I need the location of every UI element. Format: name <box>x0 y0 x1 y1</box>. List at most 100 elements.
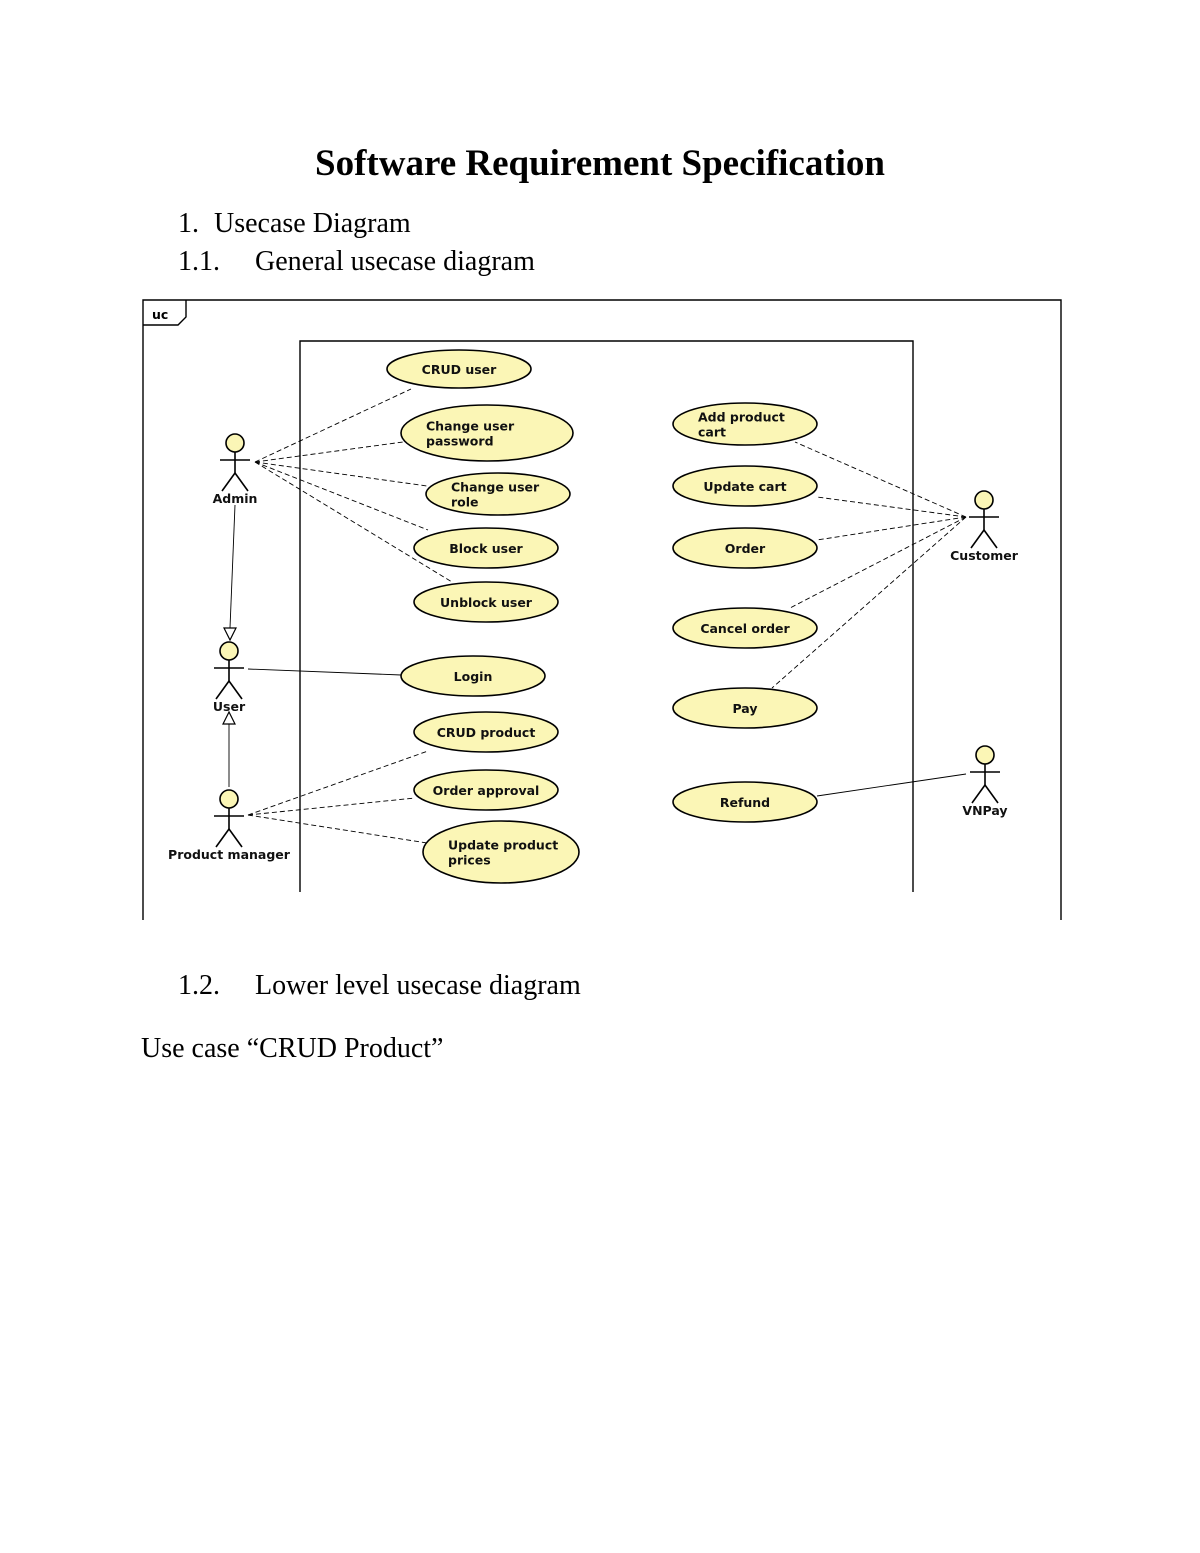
usecase-label: prices <box>448 853 491 868</box>
association-admin-change_password <box>254 441 404 463</box>
association-customer-order <box>816 516 967 541</box>
usecase-label: Cancel order <box>700 621 790 636</box>
usecase-crud-product[interactable]: CRUD product <box>413 711 559 753</box>
usecase-ellipse <box>400 404 574 462</box>
usecase-ellipse <box>672 607 818 649</box>
association-product_manager-update_prices <box>247 814 428 844</box>
diagram-frame: uc <box>142 299 1062 920</box>
usecase-label: Login <box>454 669 493 684</box>
usecase-label: Update product <box>448 838 558 853</box>
usecase-pay[interactable]: Pay <box>672 687 818 729</box>
association-customer-update_cart <box>816 496 967 518</box>
actor-leg-right <box>228 828 243 848</box>
usecase-order-approval[interactable]: Order approval <box>413 769 559 811</box>
association-customer-cancel_order <box>789 516 967 609</box>
actor-leg-right <box>234 472 249 492</box>
usecase-label: Unblock user <box>440 595 533 610</box>
frame-border <box>142 299 1062 920</box>
association-admin-unblock_user <box>254 461 453 583</box>
generalization-admin-user <box>229 504 236 629</box>
usecase-ellipse <box>400 655 546 697</box>
generalization-arrowhead <box>223 627 237 642</box>
actor-head <box>225 433 245 453</box>
usecase-refund[interactable]: Refund <box>672 781 818 823</box>
actor-user[interactable]: User <box>213 641 246 714</box>
frame-tag-box <box>143 300 187 326</box>
association-vnpay-refund <box>816 773 967 797</box>
actor-leg-left <box>215 828 230 848</box>
actor-leg-left <box>971 784 986 804</box>
page-title: Software Requirement Specification <box>315 143 885 184</box>
usecase-label: CRUD product <box>437 725 536 740</box>
association-admin-block_user <box>254 461 429 531</box>
usecase-label: Change user <box>426 419 515 434</box>
system-boundary <box>299 340 914 892</box>
actor-leg-left <box>215 680 230 700</box>
usecase-update-cart[interactable]: Update cart <box>672 465 818 507</box>
usecase-label: password <box>426 434 494 449</box>
usecase-ellipse <box>672 781 818 823</box>
usecase-label: Order approval <box>433 783 540 798</box>
association-customer-pay <box>771 516 967 689</box>
usecase-ellipse <box>422 820 580 884</box>
section-number: 1. <box>178 208 199 239</box>
association-admin-crud_user <box>254 388 412 463</box>
section-title: Usecase Diagram <box>214 208 411 239</box>
usecase-ellipse <box>672 687 818 729</box>
usecase-unblock-user[interactable]: Unblock user <box>413 581 559 623</box>
section-title: General usecase diagram <box>255 246 535 277</box>
actor-leg-left <box>970 529 985 549</box>
actor-head <box>219 641 239 661</box>
association-product_manager-order_approval <box>247 797 416 816</box>
actor-head <box>219 789 239 809</box>
actor-leg-right <box>983 529 998 549</box>
actor-head <box>975 745 995 765</box>
section-heading-general-usecase: 1.1. General usecase diagram <box>178 246 535 278</box>
usecase-label: Order <box>725 541 766 556</box>
usecase-label: Refund <box>720 795 770 810</box>
usecase-block-user[interactable]: Block user <box>413 527 559 569</box>
usecase-crud-user[interactable]: CRUD user <box>386 349 532 389</box>
actor-leg-left <box>221 472 236 492</box>
associations <box>222 388 967 844</box>
usecase-ellipse <box>413 711 559 753</box>
usecase-login[interactable]: Login <box>400 655 546 697</box>
association-user-login <box>247 668 402 676</box>
actor-product-manager[interactable]: Product manager <box>168 789 291 862</box>
usecase-ellipse <box>386 349 532 389</box>
association-admin-change_role <box>254 461 428 487</box>
usecase-label: Pay <box>732 701 757 716</box>
usecase-label: Update cart <box>703 479 786 494</box>
actor-label: VNPay <box>962 803 1007 818</box>
generalization-arrowhead <box>222 710 236 725</box>
usecase-label: CRUD user <box>422 362 497 377</box>
actor-leg-right <box>228 680 243 700</box>
section-number: 1.2. <box>178 970 220 1001</box>
usecase-order[interactable]: Order <box>672 527 818 569</box>
usecase-ellipse <box>672 402 818 446</box>
usecase-ellipse <box>425 472 571 516</box>
actor-vnpay[interactable]: VNPay <box>962 745 1008 818</box>
actor-label: Product manager <box>168 847 291 862</box>
usecase-label: role <box>451 495 479 510</box>
usecase-label: Block user <box>449 541 523 556</box>
actor-admin[interactable]: Admin <box>213 433 258 506</box>
usecase-label: cart <box>698 425 726 440</box>
usecase-cancel-order[interactable]: Cancel order <box>672 607 818 649</box>
usecase-ellipse <box>413 527 559 569</box>
actor-customer[interactable]: Customer <box>950 490 1019 563</box>
usecase-label: Add product <box>698 410 785 425</box>
actor-leg-right <box>984 784 999 804</box>
actor-label: User <box>213 699 246 714</box>
association-customer-add_cart <box>794 441 967 518</box>
section-heading-lower-level: 1.2. Lower level usecase diagram <box>178 970 581 1002</box>
usecase-ellipse <box>672 465 818 507</box>
usecase-ellipse <box>413 581 559 623</box>
section-number: 1.1. <box>178 246 220 277</box>
